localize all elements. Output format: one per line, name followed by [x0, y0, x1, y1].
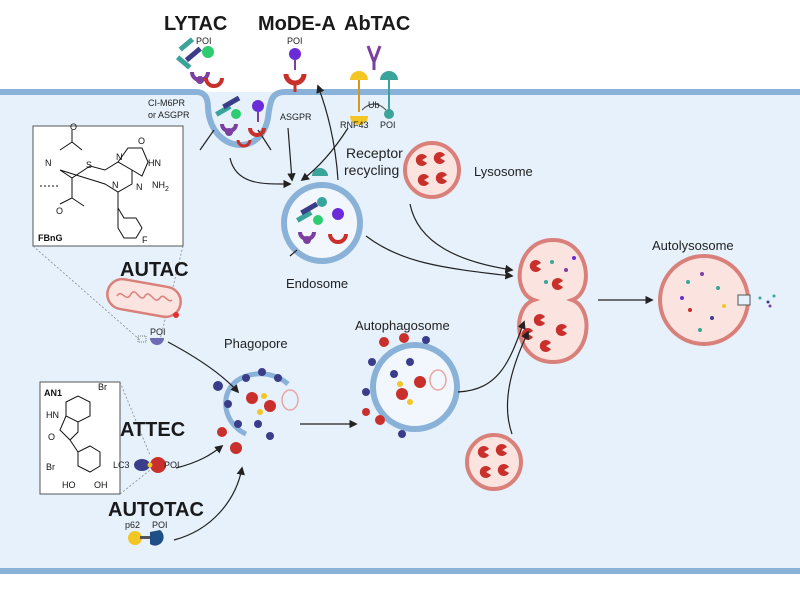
lysosome-bottom: [465, 433, 523, 491]
fbng-n-h: N: [45, 158, 52, 168]
fbng-structure: O N S N O HN N N NH2 O F FBnG: [32, 122, 184, 247]
plasma-membrane: [0, 89, 800, 148]
arrow-abtac-to-endosome: [300, 127, 349, 182]
abtac-complex: [350, 45, 398, 125]
phagopore: [213, 368, 299, 454]
autotac-complex: [128, 530, 164, 546]
an1-structure: AN1 Br HN O Br HO OH: [39, 381, 121, 495]
arrow-mode-a-to-endosome: [287, 127, 296, 182]
fbng-n4: N: [136, 182, 143, 192]
asgpr-label: ASGPR: [280, 112, 312, 122]
lysosome-top: [403, 141, 461, 199]
attec-callout-line-1: [119, 381, 151, 456]
endosome-label: Endosome: [286, 276, 348, 291]
arrow-pit-to-endosome: [229, 157, 292, 189]
lytac-poi-label: POI: [196, 36, 212, 46]
autotac-title: AUTOTAC: [108, 499, 204, 521]
arrow-attec-to-phagopore: [175, 444, 224, 469]
an1-name: AN1: [44, 388, 62, 398]
lc3-label: LC3: [113, 460, 130, 470]
arrow-receptor-recycling: [316, 84, 339, 181]
autophagosome: [362, 333, 460, 438]
fbng-nh2: NH2: [152, 180, 169, 193]
fbng-f: F: [142, 235, 148, 245]
fbng-n2: N: [116, 152, 123, 162]
an1-hn: HN: [46, 410, 59, 420]
endosome: [281, 182, 363, 264]
attec-complex: [134, 457, 166, 473]
autac-title: AUTAC: [120, 259, 189, 281]
arrow-autac-to-phagopore: [167, 341, 240, 394]
autac-poi-label: POI: [150, 327, 166, 337]
an1-ho: HO: [62, 480, 76, 490]
lytac-title: LYTAC: [164, 13, 227, 35]
abtac-title: AbTAC: [344, 13, 410, 35]
lytac-complex: [175, 37, 224, 88]
cim6pr-label-2: or ASGPR: [148, 110, 190, 120]
arrow-lysosome-to-fusion: [409, 203, 514, 274]
mode-a-poi-label: POI: [287, 36, 303, 46]
fbng-name: FBnG: [38, 233, 63, 243]
fbng-n3: N: [112, 180, 119, 190]
fbng-o-bottom: O: [56, 206, 63, 216]
mode-a-title: MoDE-A: [258, 13, 336, 35]
cim6pr-label-1: CI-M6PR: [148, 98, 186, 108]
mitochondrion: [106, 277, 182, 345]
fbng-s: S: [86, 160, 92, 170]
arrow-autotac-to-phagopore: [173, 466, 245, 541]
bottom-membrane: [0, 568, 800, 574]
receptor-recycling-vesicle: [312, 168, 328, 176]
arrow-autophagosome-to-fusion: [457, 320, 526, 393]
fbng-o-top: O: [70, 122, 77, 132]
mode-a-complex: [283, 48, 307, 92]
arrow-lysosome-bottom-to-fusion: [506, 330, 529, 435]
attec-callout-line-2: [119, 469, 151, 495]
arrow-endosome-to-fusion: [365, 235, 514, 280]
receptor-recycling-label-2: recycling: [344, 162, 399, 178]
an1-br-bottom: Br: [46, 462, 55, 472]
rnf43-label: RNF43: [340, 120, 369, 130]
lysosome-label: Lysosome: [474, 164, 533, 179]
ub-label: Ub: [368, 100, 380, 110]
pathway-arrows: [167, 84, 654, 541]
autolysosome: [658, 254, 776, 346]
autophagosome-label: Autophagosome: [355, 318, 450, 333]
endocytic-pit: [199, 95, 272, 151]
p62-label: p62: [125, 520, 140, 530]
fbng-o2: O: [138, 136, 145, 146]
an1-br-top: Br: [98, 382, 107, 392]
autolysosome-label: Autolysosome: [652, 238, 734, 253]
attec-poi-label: POI: [164, 460, 180, 470]
attec-title: ATTEC: [120, 419, 185, 441]
phagopore-label: Phagopore: [224, 336, 288, 351]
fusion-vesicle: [517, 237, 589, 365]
fbng-hn: HN: [148, 158, 161, 168]
abtac-poi-label: POI: [380, 120, 396, 130]
receptor-recycling-label-1: Receptor: [346, 145, 403, 161]
an1-oh: OH: [94, 480, 108, 490]
an1-o: O: [48, 432, 55, 442]
autotac-poi-label: POI: [152, 520, 168, 530]
